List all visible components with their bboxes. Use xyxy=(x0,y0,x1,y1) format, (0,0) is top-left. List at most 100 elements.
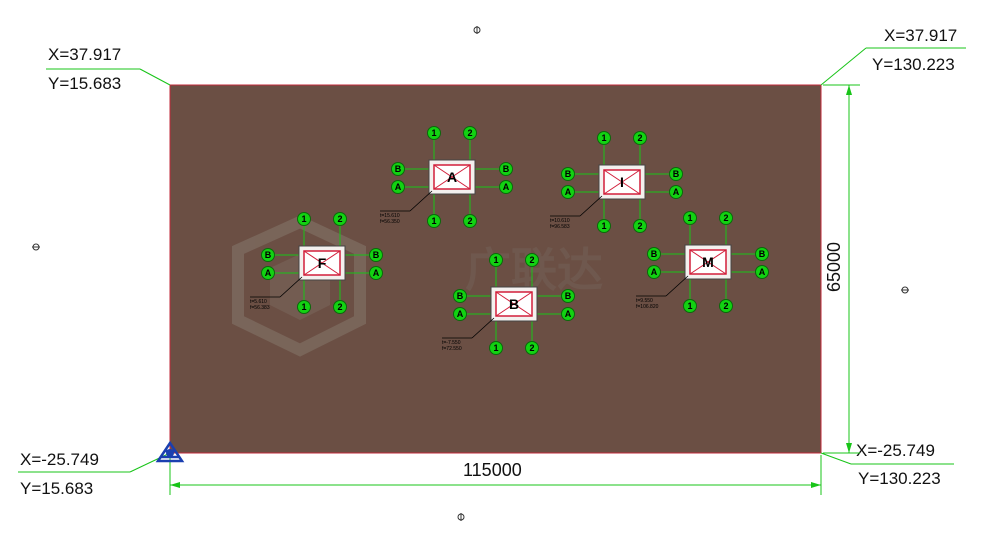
grid-bubble-bottom-1[interactable]: 1 xyxy=(597,219,611,233)
grid-bubble-top-2[interactable]: 2 xyxy=(633,131,647,145)
grid-bubble-top-1-label: 1 xyxy=(687,213,692,223)
grid-bubble-bottom-2-label: 2 xyxy=(723,301,728,311)
grid-bubble-right-a[interactable]: A xyxy=(669,185,683,199)
grid-bubble-bottom-2[interactable]: 2 xyxy=(633,219,647,233)
grid-bubble-bottom-2[interactable]: 2 xyxy=(463,214,477,228)
grid-bubble-top-1-label: 1 xyxy=(301,214,306,224)
grid-bubble-bottom-1-label: 1 xyxy=(687,301,692,311)
grid-bubble-bottom-1[interactable]: 1 xyxy=(427,214,441,228)
pit-note-line2: f=72.550 xyxy=(442,346,462,352)
grid-bubble-left-a-label: A xyxy=(395,182,402,192)
grid-bubble-left-a-label: A xyxy=(265,268,272,278)
grid-bubble-left-a[interactable]: A xyxy=(561,185,575,199)
grid-bubble-bottom-2[interactable]: 2 xyxy=(719,299,733,313)
grid-bubble-right-b-label: B xyxy=(565,291,572,301)
coord-bottom-right: X=-25.749 Y=130.223 xyxy=(820,441,954,488)
grid-bubble-top-2[interactable]: 2 xyxy=(719,211,733,225)
grid-bubble-top-1[interactable]: 1 xyxy=(683,211,697,225)
grid-bubble-left-a[interactable]: A xyxy=(453,307,467,321)
pit-label: A xyxy=(447,169,457,185)
grid-bubble-top-1[interactable]: 1 xyxy=(489,253,503,267)
top-marker-icon[interactable] xyxy=(473,26,481,34)
grid-bubble-top-1[interactable]: 1 xyxy=(597,131,611,145)
grid-bubble-bottom-1[interactable]: 1 xyxy=(297,300,311,314)
grid-bubble-right-a[interactable]: A xyxy=(561,307,575,321)
grid-bubble-bottom-2-label: 2 xyxy=(529,343,534,353)
pit-label: B xyxy=(509,296,519,312)
grid-bubble-left-b-label: B xyxy=(265,250,272,260)
grid-bubble-left-b[interactable]: B xyxy=(453,289,467,303)
grid-bubble-bottom-1[interactable]: 1 xyxy=(489,341,503,355)
pit-note-line1: t=15.610 xyxy=(380,213,400,219)
pit-label: I xyxy=(620,174,624,190)
grid-bubble-top-2-label: 2 xyxy=(467,128,472,138)
grid-bubble-right-a-label: A xyxy=(373,268,380,278)
pit-note-line2: f=96.583 xyxy=(550,224,570,230)
grid-bubble-right-b[interactable]: B xyxy=(499,162,513,176)
pit-note-line1: t=-7.550 xyxy=(442,340,461,346)
grid-bubble-left-b[interactable]: B xyxy=(261,248,275,262)
grid-bubble-left-a[interactable]: A xyxy=(391,180,405,194)
grid-bubble-right-a-label: A xyxy=(565,309,572,319)
grid-bubble-right-b[interactable]: B xyxy=(669,167,683,181)
grid-bubble-bottom-1-label: 1 xyxy=(431,216,436,226)
left-marker-icon[interactable] xyxy=(32,243,40,251)
grid-bubble-right-b-label: B xyxy=(759,249,766,259)
grid-bubble-top-2-label: 2 xyxy=(723,213,728,223)
grid-bubble-left-b[interactable]: B xyxy=(647,247,661,261)
grid-bubble-top-2-label: 2 xyxy=(529,255,534,265)
grid-bubble-top-2[interactable]: 2 xyxy=(333,212,347,226)
grid-bubble-bottom-2[interactable]: 2 xyxy=(333,300,347,314)
pit-note-line1: t=5.610 xyxy=(250,299,267,305)
dimension-width-text: 115000 xyxy=(463,460,522,480)
grid-bubble-bottom-1-label: 1 xyxy=(493,343,498,353)
pit-note-line2: f=106.820 xyxy=(636,304,659,310)
grid-bubble-right-b[interactable]: B xyxy=(369,248,383,262)
grid-bubble-right-b-label: B xyxy=(373,250,380,260)
grid-bubble-right-a[interactable]: A xyxy=(369,266,383,280)
grid-bubble-bottom-2-label: 2 xyxy=(467,216,472,226)
grid-bubble-left-a[interactable]: A xyxy=(261,266,275,280)
grid-bubble-right-b[interactable]: B xyxy=(561,289,575,303)
pit-note-line2: f=56.350 xyxy=(380,219,400,225)
coord-top-left-y: Y=15.683 xyxy=(48,74,121,93)
grid-bubble-top-1-label: 1 xyxy=(601,133,606,143)
grid-bubble-right-a[interactable]: A xyxy=(499,180,513,194)
grid-bubble-right-a-label: A xyxy=(673,187,680,197)
grid-bubble-left-b-label: B xyxy=(457,291,464,301)
grid-bubble-left-b[interactable]: B xyxy=(561,167,575,181)
grid-bubble-top-2[interactable]: 2 xyxy=(525,253,539,267)
pit-note-line1: t=10.610 xyxy=(550,218,570,224)
dimension-width[interactable]: 115000 xyxy=(169,455,822,495)
bottom-marker-icon[interactable] xyxy=(457,513,465,521)
grid-bubble-top-1[interactable]: 1 xyxy=(427,126,441,140)
coord-bottom-left-x: X=-25.749 xyxy=(20,450,99,469)
grid-bubble-top-2-label: 2 xyxy=(637,133,642,143)
grid-bubble-bottom-2[interactable]: 2 xyxy=(525,341,539,355)
grid-bubble-top-2[interactable]: 2 xyxy=(463,126,477,140)
right-marker-icon[interactable] xyxy=(901,286,909,294)
grid-bubble-bottom-1[interactable]: 1 xyxy=(683,299,697,313)
grid-bubble-bottom-1-label: 1 xyxy=(601,221,606,231)
pit-note-line1: t=9.550 xyxy=(636,298,653,304)
coord-top-right: X=37.917 Y=130.223 xyxy=(820,26,966,86)
grid-bubble-right-b[interactable]: B xyxy=(755,247,769,261)
dimension-height-text: 65000 xyxy=(824,242,844,292)
dimension-height[interactable]: 65000 xyxy=(823,84,860,454)
ucs-icon[interactable] xyxy=(155,440,185,463)
pit-label: F xyxy=(318,255,327,271)
grid-bubble-left-a-label: A xyxy=(565,187,572,197)
grid-bubble-bottom-1-label: 1 xyxy=(301,302,306,312)
grid-bubble-right-a[interactable]: A xyxy=(755,265,769,279)
grid-bubble-left-a[interactable]: A xyxy=(647,265,661,279)
grid-bubble-top-1[interactable]: 1 xyxy=(297,212,311,226)
grid-bubble-left-b[interactable]: B xyxy=(391,162,405,176)
